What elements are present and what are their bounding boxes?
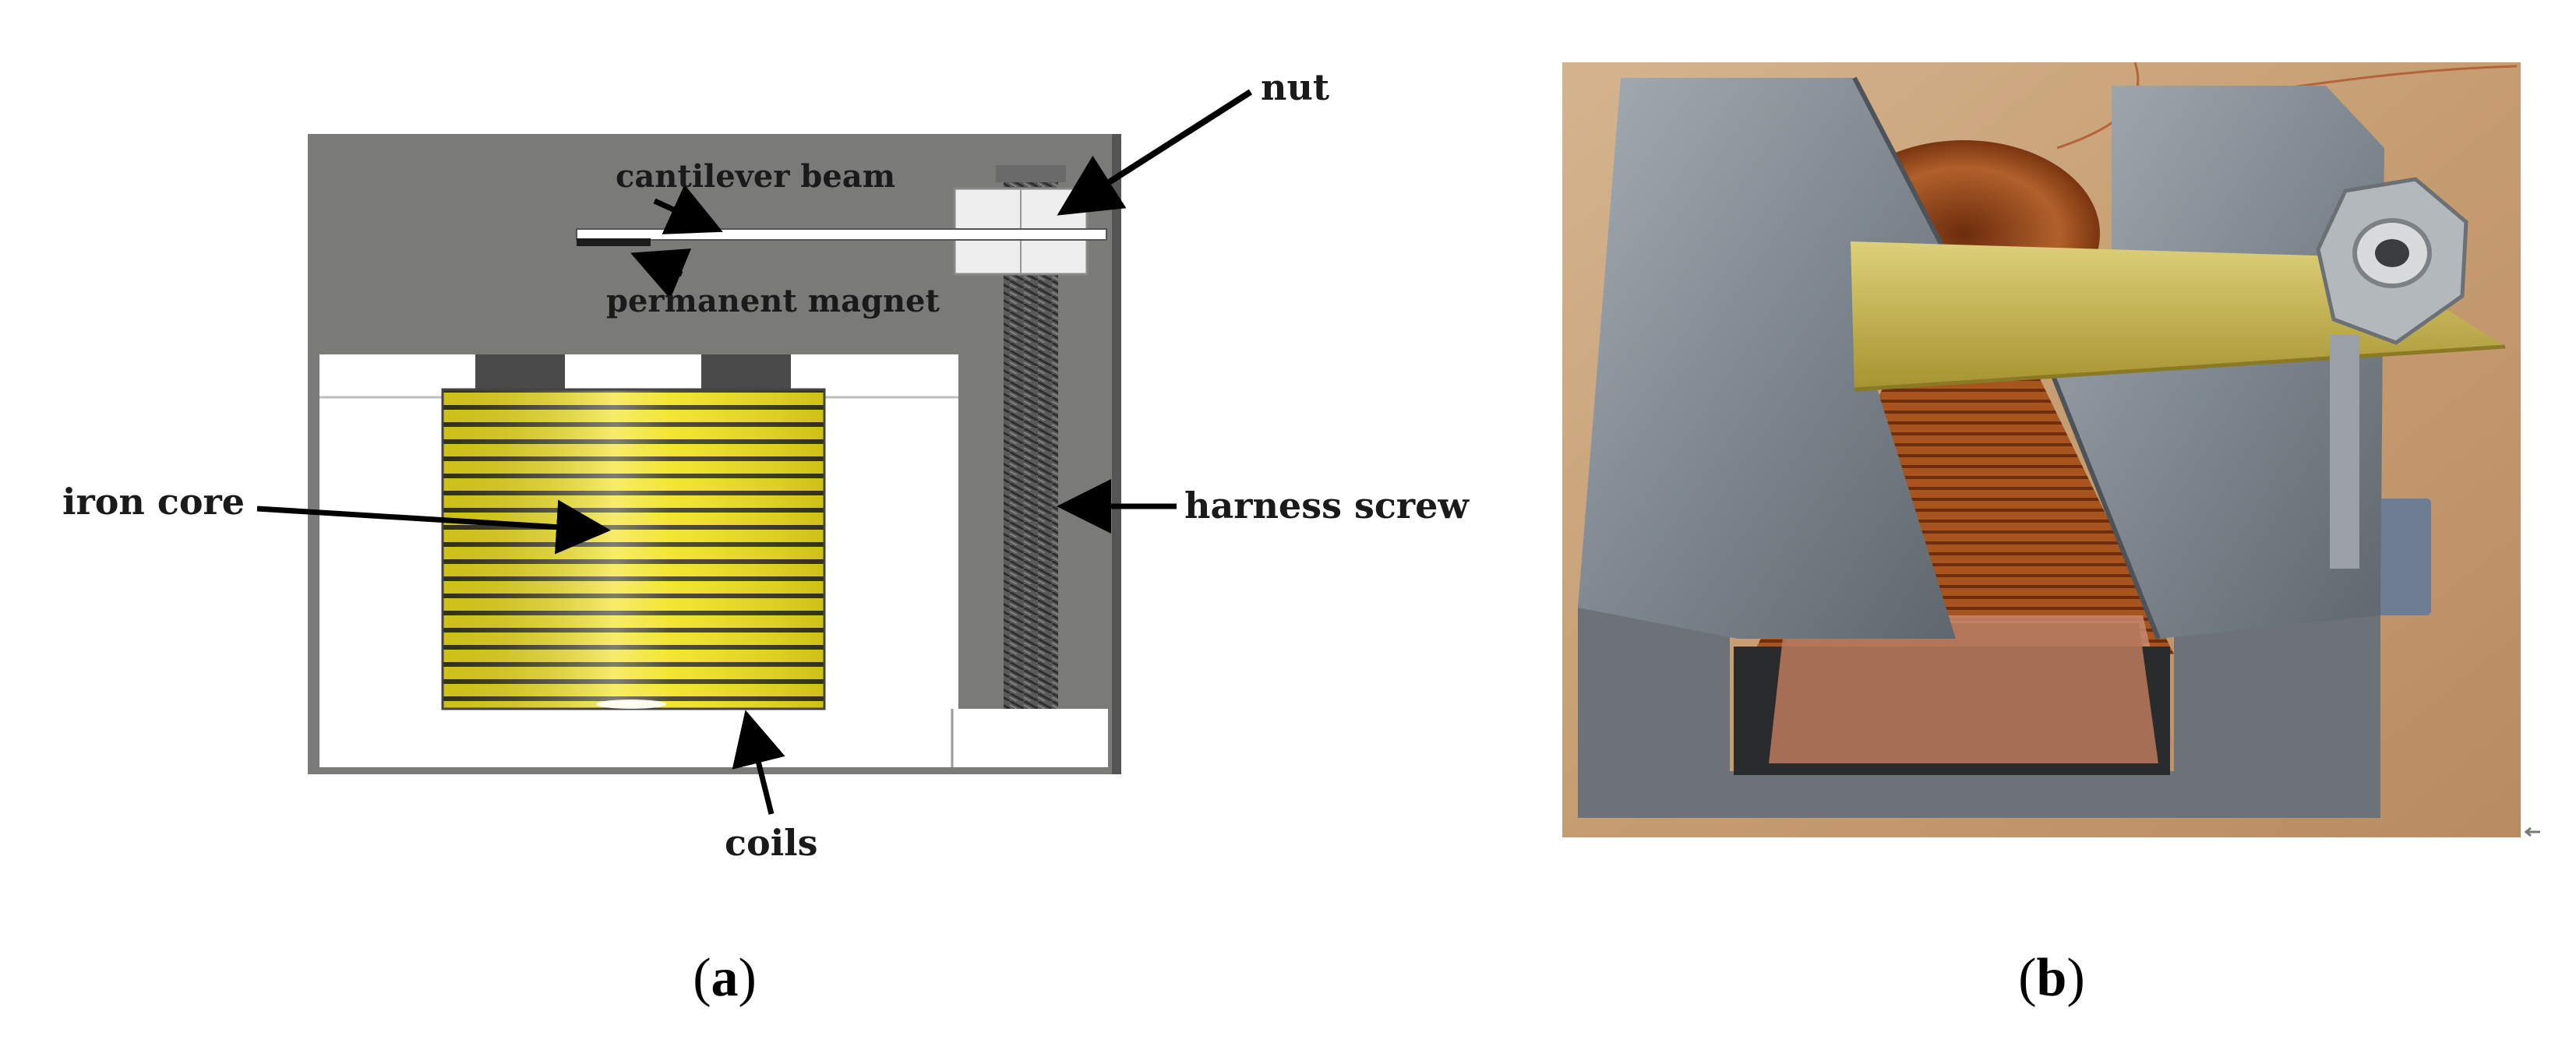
caption-a-close: ) bbox=[739, 948, 757, 1008]
arrow-permanent-magnet bbox=[630, 248, 692, 299]
permanent-magnet bbox=[577, 238, 651, 246]
caption-a: (a) bbox=[693, 948, 757, 1008]
coil-block-outline bbox=[441, 388, 826, 710]
brass-beam-edge bbox=[1854, 344, 2506, 392]
panel-b-photograph: (b) bbox=[1562, 62, 2540, 1008]
caption-b-open: ( bbox=[2018, 948, 2036, 1008]
screw-head-top bbox=[996, 165, 1066, 182]
caption-b-letter: b bbox=[2037, 948, 2067, 1008]
steel-pole-left bbox=[1578, 78, 1956, 639]
pole-piece-left bbox=[475, 354, 565, 392]
arrow-coils bbox=[732, 710, 785, 815]
panel-a-schematic: nut cantilever beam permanent magnet iro… bbox=[62, 66, 1470, 1008]
arrow-iron-core bbox=[256, 499, 611, 555]
return-arrow-icon bbox=[2524, 826, 2540, 837]
coil-in-cavity bbox=[1769, 623, 2158, 763]
screw-shaft bbox=[2330, 335, 2359, 569]
label-cantilever-beam: cantilever beam bbox=[616, 158, 895, 195]
label-harness-screw: harness screw bbox=[1184, 485, 1470, 527]
caption-a-letter: a bbox=[711, 948, 739, 1008]
label-nut: nut bbox=[1261, 66, 1330, 108]
cantilever-beam bbox=[576, 228, 1107, 241]
arrow-nut bbox=[1057, 89, 1253, 216]
label-coils: coils bbox=[725, 822, 818, 864]
label-permanent-magnet: permanent magnet bbox=[606, 283, 940, 319]
label-iron-core: iron core bbox=[62, 481, 245, 523]
arrow-cantilever-beam bbox=[653, 185, 723, 234]
coil-highlight bbox=[596, 699, 666, 709]
caption-a-open: ( bbox=[693, 948, 711, 1008]
caption-b: (b) bbox=[2018, 948, 2085, 1008]
base-block bbox=[952, 709, 1108, 767]
pole-piece-right bbox=[701, 354, 791, 392]
caption-b-close: ) bbox=[2066, 948, 2084, 1008]
steel-core-body bbox=[1578, 608, 2380, 818]
coil-block-shade bbox=[443, 389, 824, 709]
housing-shadow bbox=[1112, 134, 1121, 774]
nut-center bbox=[2375, 239, 2409, 267]
